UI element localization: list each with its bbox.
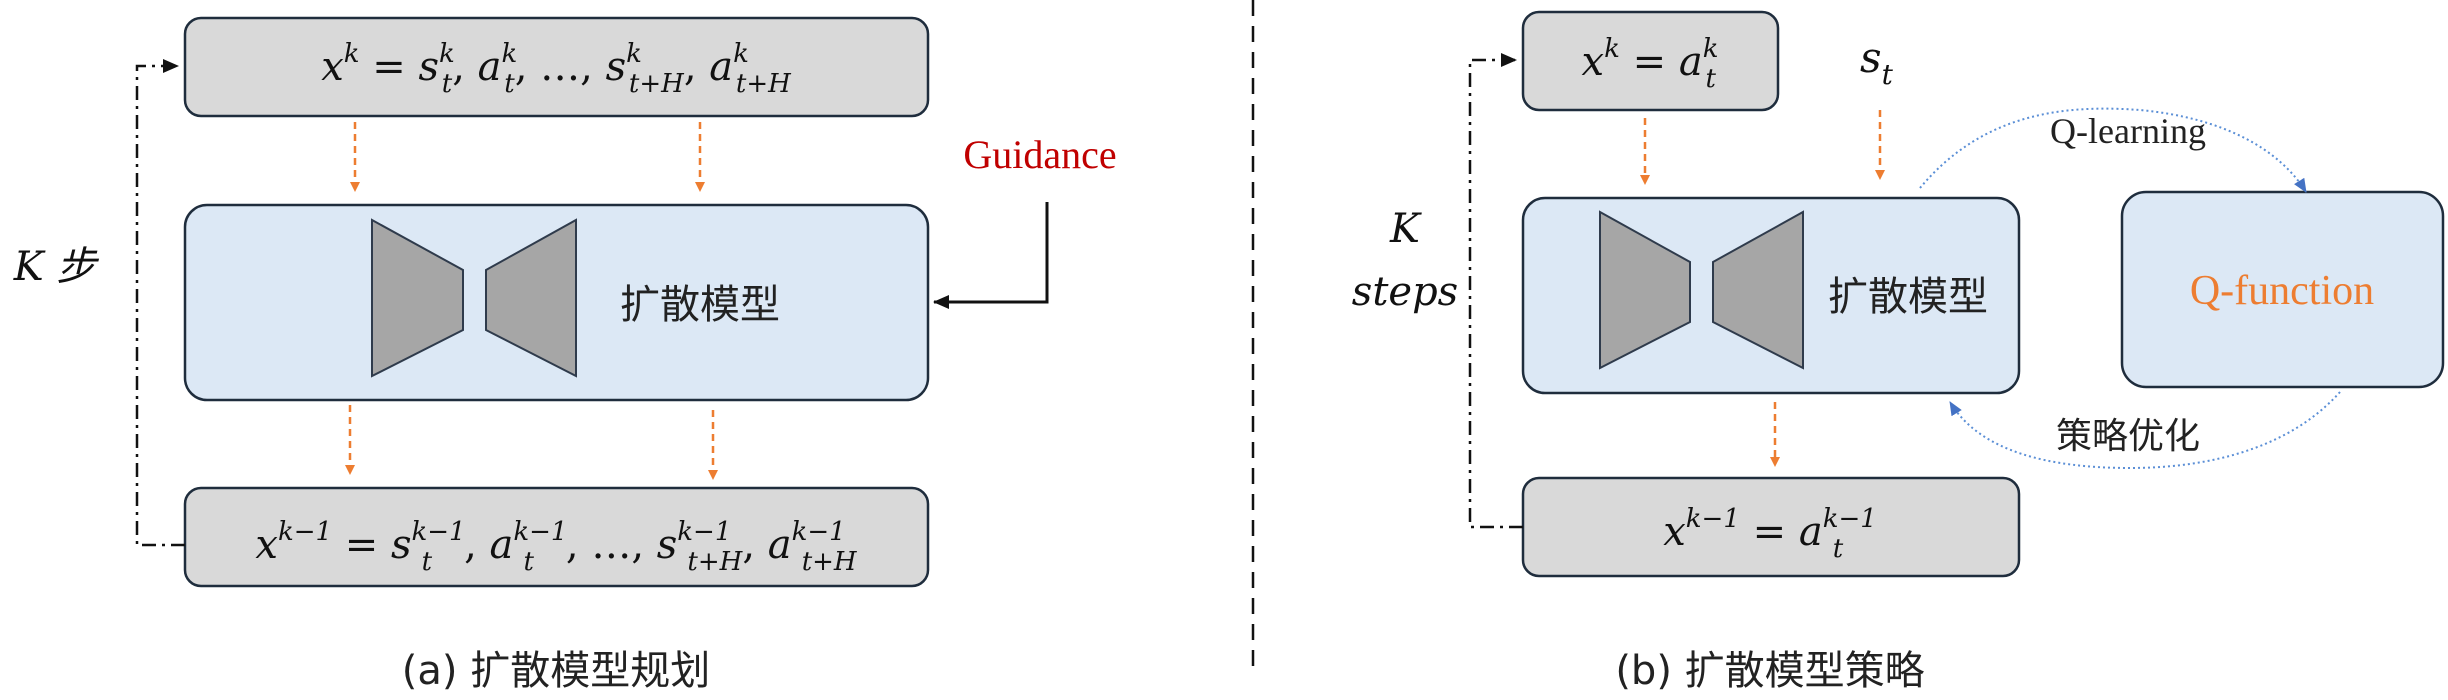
left-caption: (a) 扩散模型规划 <box>402 648 710 694</box>
q-function-label: Q-function <box>2190 268 2374 314</box>
left-top-state-box <box>183 16 930 118</box>
guidance-label: Guidance <box>963 132 1116 177</box>
q-learning-label: Q-learning <box>2050 111 2206 151</box>
left-model-label: 扩散模型 <box>620 282 780 328</box>
right-loop-arrow <box>1468 53 1523 529</box>
q-learning-curve <box>1919 107 2307 193</box>
right-decoder-trapezoid <box>1712 210 1804 370</box>
q-function-box <box>2120 190 2445 389</box>
right-top-state-box <box>1521 10 1780 112</box>
policy-optimization-label: 策略优化 <box>2056 416 2200 457</box>
left-loop-arrow <box>135 59 185 547</box>
left-loop-label: K 步 <box>13 244 100 290</box>
right-caption: (b) 扩散模型策略 <box>1615 648 1924 694</box>
right-model-label: 扩散模型 <box>1828 274 1988 320</box>
guidance-arrow <box>933 202 1049 309</box>
left-decoder-trapezoid <box>485 218 577 378</box>
right-encoder-trapezoid <box>1599 210 1691 370</box>
left-bottom-state-box <box>183 486 930 588</box>
state-label: st <box>1860 33 1894 91</box>
right-loop-label-k: K <box>1389 206 1422 252</box>
left-encoder-trapezoid <box>371 218 464 378</box>
right-loop-label-steps: steps <box>1352 269 1458 315</box>
